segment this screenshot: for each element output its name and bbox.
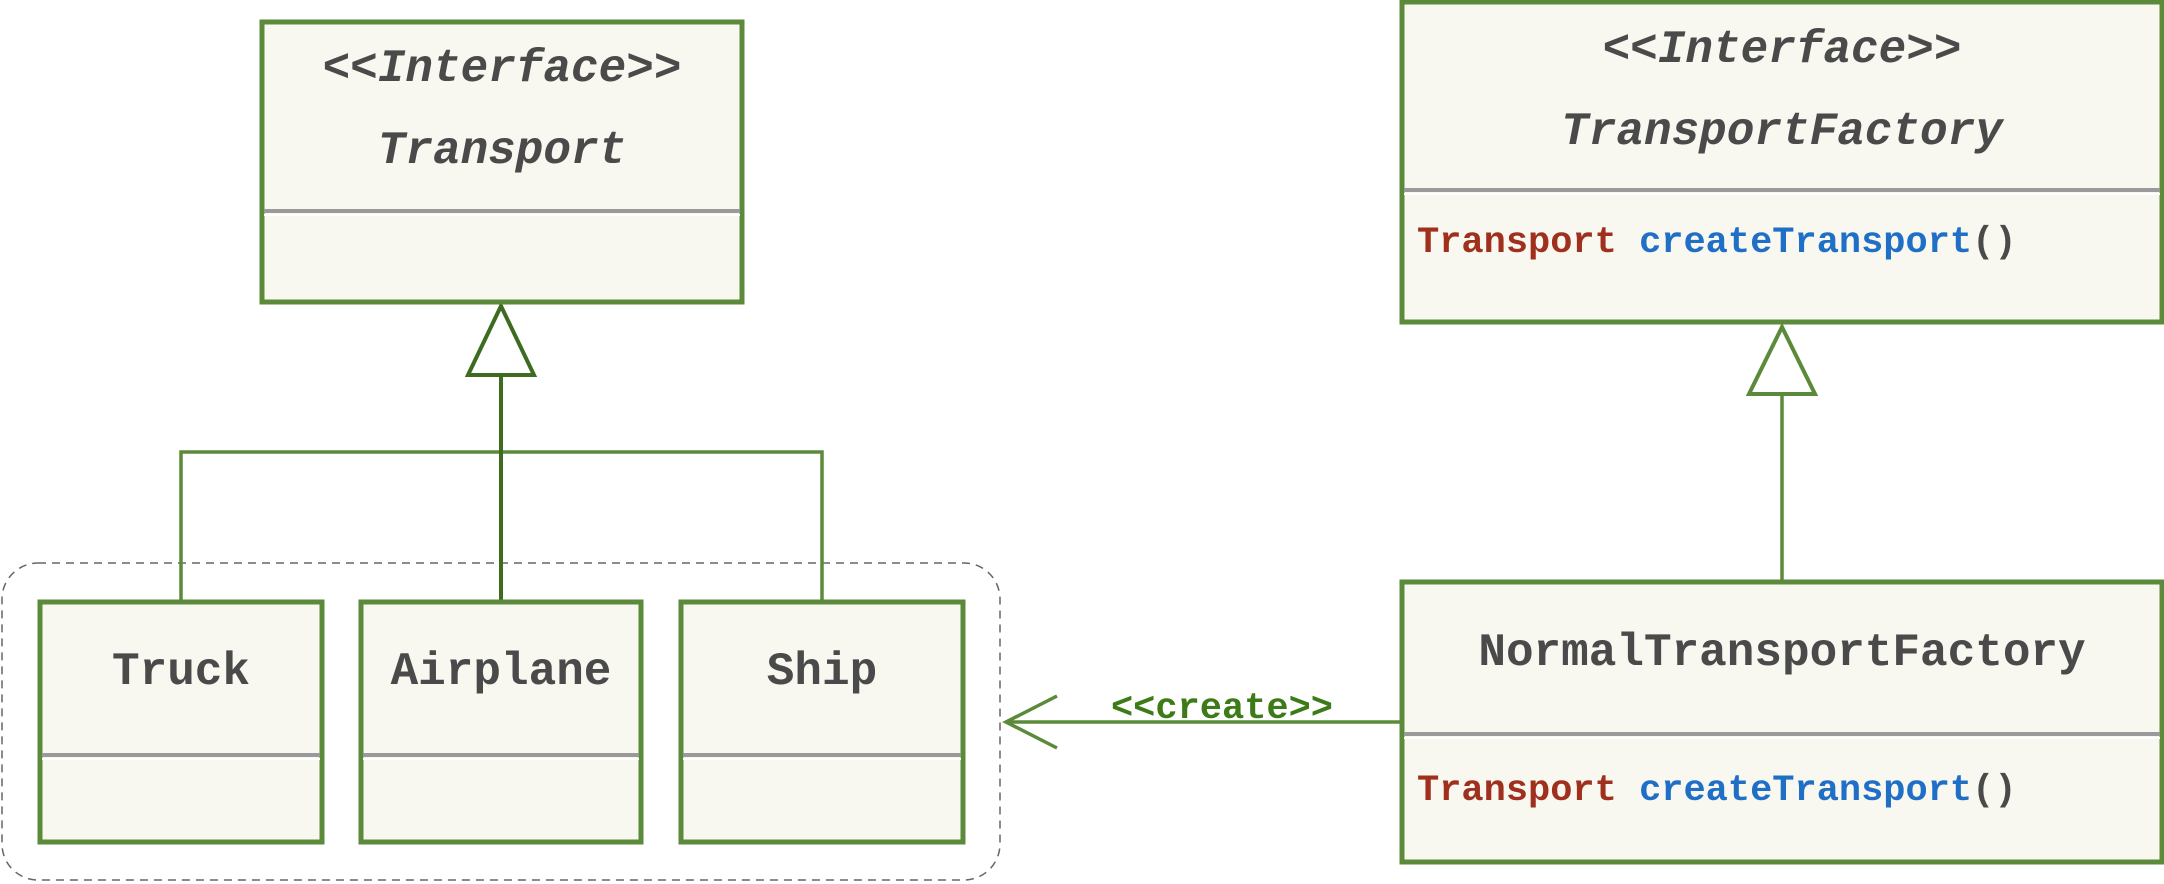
create-label: <<create>> [1111,688,1333,730]
transport-factory-name: TransportFactory [1561,106,2005,158]
transport-factory-method: Transport createTransport() [1417,222,2017,264]
transport-name: Transport [378,125,626,177]
normal-factory-method: Transport createTransport() [1417,770,2017,812]
ship-class[interactable]: Ship [678,599,966,845]
method-name: createTransport [1639,770,1972,812]
method-return-type: Transport [1417,222,1617,264]
create-dependency: <<create>> [1002,688,1402,750]
ship-name: Ship [767,646,877,698]
generalization-arrow-transport [464,301,538,377]
normal-transport-factory-class[interactable]: NormalTransportFactory Transport createT… [1399,579,2164,865]
transport-stereotype: <<Interface>> [323,43,682,95]
method-params: () [1972,222,2016,264]
truck-class[interactable]: Truck [37,599,325,845]
method-params: () [1972,770,2016,812]
transport-factory-stereotype: <<Interface>> [1603,24,1962,76]
airplane-class[interactable]: Airplane [358,599,644,845]
inheritance-factory-edge [1745,322,1819,582]
transport-factory-interface[interactable]: <<Interface>> TransportFactory Transport… [1399,0,2164,325]
method-return-type: Transport [1417,770,1617,812]
generalization-arrow-factory [1745,322,1819,396]
airplane-name: Airplane [391,646,612,698]
method-name: createTransport [1639,222,1972,264]
transport-interface[interactable]: <<Interface>> Transport [259,19,745,305]
inheritance-transport-edges [179,301,824,602]
truck-name: Truck [112,646,250,698]
normal-factory-name: NormalTransportFactory [1478,627,2085,679]
